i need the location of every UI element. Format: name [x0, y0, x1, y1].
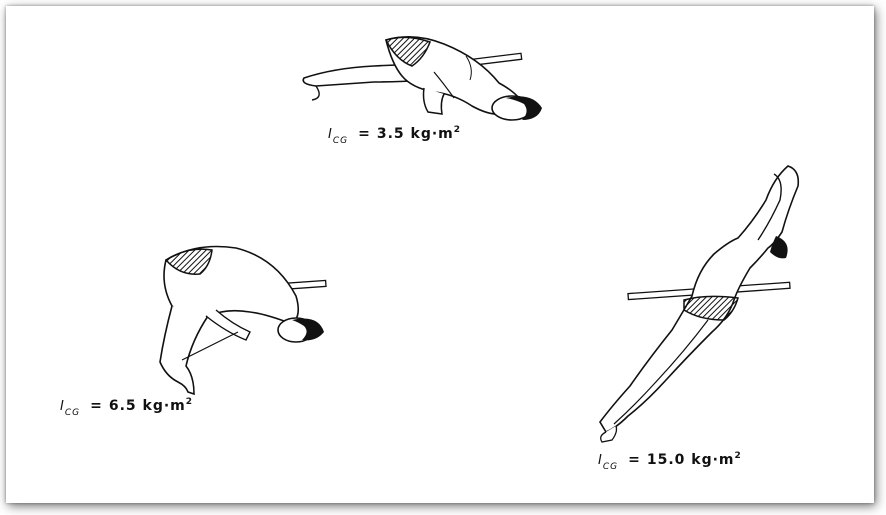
caption-value: 15.0 — [647, 452, 686, 468]
caption-subscript: CG — [333, 136, 348, 146]
caption-unit: kg·m — [143, 398, 186, 414]
caption-tuck: ICG=6.5 kg·m2 — [60, 398, 193, 414]
diagram-frame: ICG=3.5 kg·m2 ICG=6.5 — [6, 6, 874, 503]
diver-tuck-illustration — [146, 236, 336, 396]
caption-equals: = — [628, 452, 641, 468]
caption-exponent: 2 — [735, 451, 742, 461]
caption-subscript: CG — [603, 462, 618, 472]
diver-tuck-figure — [146, 236, 336, 396]
caption-equals: = — [358, 126, 371, 142]
caption-exponent: 2 — [186, 397, 193, 407]
diver-layout-figure — [588, 160, 808, 440]
caption-equals: = — [90, 398, 103, 414]
diver-pike-illustration — [294, 28, 556, 128]
caption-value: 6.5 — [109, 398, 137, 414]
diver-layout-illustration — [588, 160, 808, 440]
caption-unit: kg·m — [411, 126, 454, 142]
caption-pike: ICG=3.5 kg·m2 — [328, 126, 461, 142]
caption-exponent: 2 — [454, 125, 461, 135]
diver-pike-figure — [294, 28, 556, 128]
caption-layout: ICG=15.0 kg·m2 — [598, 452, 742, 468]
caption-unit: kg·m — [691, 452, 734, 468]
caption-value: 3.5 — [377, 126, 405, 142]
caption-subscript: CG — [65, 408, 80, 418]
